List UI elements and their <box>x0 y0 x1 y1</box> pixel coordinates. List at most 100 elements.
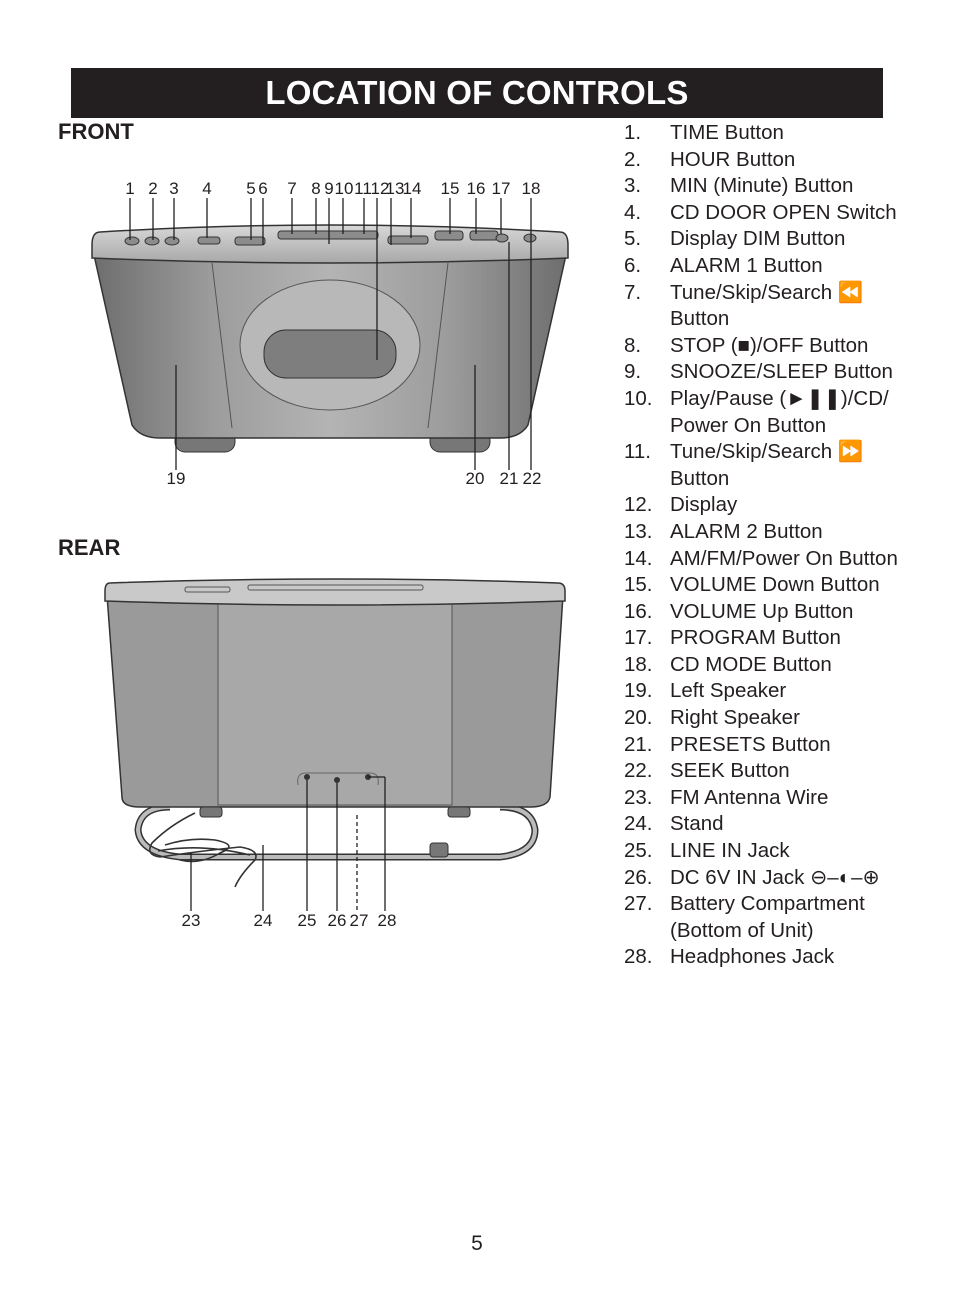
callout-21: 21 <box>500 469 519 488</box>
control-item-text: SNOOZE/SLEEP Button <box>670 360 893 384</box>
rear-section-label: REAR <box>58 535 121 560</box>
control-item-number: 23. <box>624 785 653 809</box>
control-item: 17. PROGRAM Button <box>624 625 924 652</box>
control-item-number: 22. <box>624 759 653 783</box>
control-item-number: 18. <box>624 652 653 676</box>
control-item-text: LINE IN Jack <box>670 839 790 863</box>
control-item-text: Play/Pause (►❚❚)/CD/ Power On Button <box>670 386 889 437</box>
control-item: 15. VOLUME Down Button <box>624 572 924 599</box>
rear-leader-lines <box>190 776 386 911</box>
control-item: 18. CD MODE Button <box>624 652 924 679</box>
control-item-number: 1. <box>624 121 642 144</box>
front-callout-numbers: 1 2 3 4 5 6 7 8 9 10 11 12 13 14 15 16 1… <box>125 179 541 488</box>
control-item-number: 19. <box>624 679 653 703</box>
control-item-number: 10. <box>624 386 653 410</box>
control-item: 2.HOUR Button <box>624 147 924 174</box>
control-item-number: 17. <box>624 626 653 650</box>
callout-1: 1 <box>125 179 134 198</box>
page-number: 5 <box>471 1232 483 1255</box>
callout-16: 16 <box>467 179 486 198</box>
control-item: 20.Right Speaker <box>624 705 924 732</box>
control-item-text: VOLUME Down Button <box>670 573 880 597</box>
control-item-number: 25. <box>624 839 653 863</box>
control-item-text: ALARM 1 Button <box>670 253 823 277</box>
front-section-label: FRONT <box>58 119 134 144</box>
rear-center-panel <box>217 598 453 806</box>
control-item-number: 14. <box>624 546 653 570</box>
control-item-number: 8. <box>624 333 642 357</box>
control-item: 8. STOP (■)/OFF Button <box>624 333 924 360</box>
callout-4: 4 <box>202 179 211 198</box>
callout-2: 2 <box>148 179 157 198</box>
callout-27: 27 <box>350 911 369 930</box>
control-item: 13.ALARM 2 Button <box>624 519 924 546</box>
control-item-number: 20. <box>624 706 653 730</box>
control-item-text: TIME Button <box>670 121 784 144</box>
rear-unit-top <box>104 578 566 606</box>
rear-callout-numbers: 23 24 25 26 27 28 <box>182 911 397 930</box>
control-item: 22.SEEK Button <box>624 758 924 785</box>
front-view-diagram: 1 2 3 4 5 6 7 8 9 10 11 12 13 14 15 16 1… <box>91 179 569 488</box>
control-item: 1. TIME Button <box>624 120 924 147</box>
control-item: 10. Play/Pause (►❚❚)/CD/ Power On Button <box>624 386 924 439</box>
control-item-number: 11. <box>624 440 651 464</box>
stand-clip <box>429 842 449 858</box>
control-item: 14.AM/FM/Power On Button <box>624 546 924 573</box>
control-item-text: PRESETS Button <box>670 732 831 756</box>
control-item-number: 5. <box>624 227 642 251</box>
control-item-number: 6. <box>624 253 642 277</box>
control-item-text: VOLUME Up Button <box>670 599 854 623</box>
rear-foot-right <box>447 806 471 818</box>
control-item: 9. SNOOZE/SLEEP Button <box>624 359 924 386</box>
antenna-wire-coil <box>149 812 257 888</box>
control-item-text: CD MODE Button <box>670 652 832 676</box>
callout-14: 14 <box>403 179 422 198</box>
control-item-text: CD DOOR OPEN Switch <box>670 200 897 224</box>
rear-view-diagram: 23 24 25 26 27 28 <box>104 578 566 930</box>
control-item-number: 16. <box>624 599 653 623</box>
control-item-text: STOP (■)/OFF Button <box>670 333 869 357</box>
callout-10: 10 <box>335 179 354 198</box>
control-item-text: Display <box>670 493 738 517</box>
control-item-number: 28. <box>624 945 653 969</box>
line-in-jack-dot <box>304 774 310 780</box>
callout-5: 5 <box>246 179 255 198</box>
control-item-number: 4. <box>624 200 642 224</box>
control-item: 7.Tune/Skip/Search ⏪ Button <box>624 280 924 333</box>
jack-plate <box>297 772 379 786</box>
control-item-text: Headphones Jack <box>670 945 835 969</box>
callout-28: 28 <box>378 911 397 930</box>
control-item-text: ALARM 2 Button <box>670 519 823 543</box>
control-item-number: 12. <box>624 493 653 517</box>
control-item: 26. DC 6V IN Jack ⊖–◐–⊕ <box>624 865 924 892</box>
control-item-text: FM Antenna Wire <box>670 785 829 809</box>
control-item-number: 15. <box>624 573 653 597</box>
control-item: 5.Display DIM Button <box>624 226 924 253</box>
left-panel-line <box>211 262 233 429</box>
control-item: 25. LINE IN Jack <box>624 838 924 865</box>
callout-22: 22 <box>523 469 542 488</box>
control-item-text: Battery Compartment (Bottom of Unit) <box>670 892 865 942</box>
control-item-text: MIN (Minute) Button <box>670 174 854 198</box>
callout-3: 3 <box>169 179 178 198</box>
control-item-number: 26. <box>624 865 653 889</box>
control-item: 27.Battery Compartment (Bottom of Unit) <box>624 891 924 944</box>
control-item: 16. VOLUME Up Button <box>624 599 924 626</box>
display-window <box>263 329 397 379</box>
control-item: 21.PRESETS Button <box>624 732 924 759</box>
control-item-number: 9. <box>624 360 642 384</box>
control-item-number: 2. <box>624 147 642 171</box>
control-item-number: 3. <box>624 174 642 198</box>
control-item: 19.Left Speaker <box>624 678 924 705</box>
callout-18: 18 <box>522 179 541 198</box>
control-item-text: PROGRAM Button <box>670 626 841 650</box>
control-item: 23. FM Antenna Wire <box>624 785 924 812</box>
control-item: 28. Headphones Jack <box>624 944 924 971</box>
front-leader-lines <box>129 198 532 470</box>
control-item: 3. MIN (Minute) Button <box>624 173 924 200</box>
control-item-text: DC 6V IN Jack ⊖–◐–⊕ <box>670 865 880 889</box>
callout-7: 7 <box>287 179 296 198</box>
page-title: LOCATION OF CONTROLS <box>71 68 883 118</box>
callout-23: 23 <box>182 911 201 930</box>
